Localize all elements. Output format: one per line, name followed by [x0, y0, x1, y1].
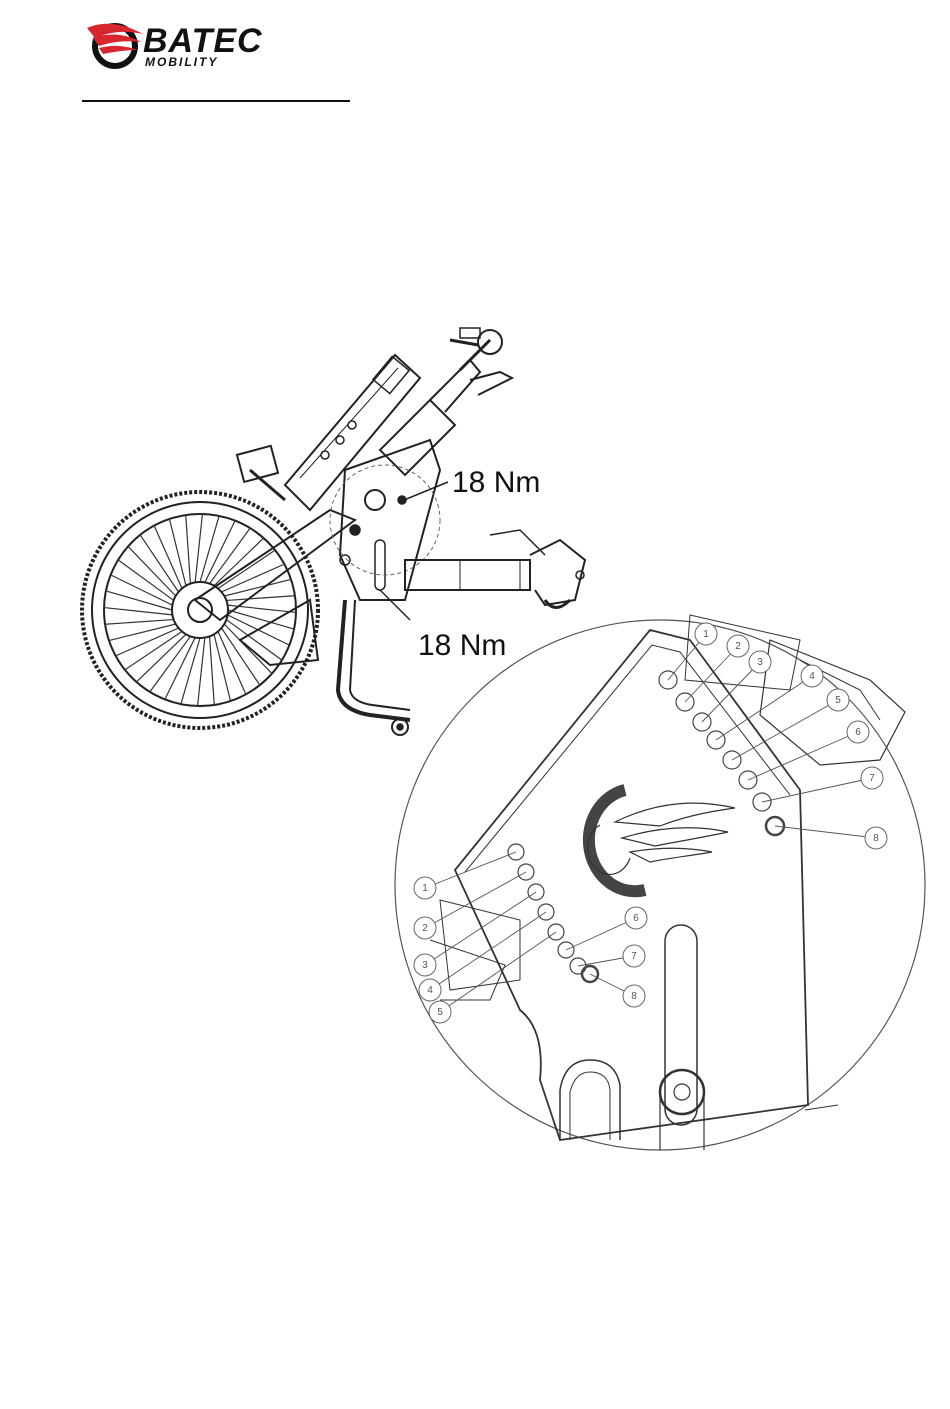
callout-number: 8	[873, 833, 879, 844]
callout-number: 7	[631, 951, 637, 962]
callout-number: 1	[703, 629, 709, 640]
callout-right-2: 2	[727, 635, 749, 657]
callout-number: 2	[422, 923, 428, 934]
callout-number: 3	[422, 960, 428, 971]
handbike-overview	[82, 328, 585, 735]
callout-number: 2	[735, 641, 741, 652]
callout-right-7: 7	[861, 767, 883, 789]
torque-label-upper: 18 Nm	[452, 466, 540, 499]
callout-left-3: 3	[414, 954, 436, 976]
callout-right-1: 1	[695, 623, 717, 645]
callout-right-8: 8	[865, 827, 887, 849]
callout-right-5: 5	[827, 689, 849, 711]
callout-right-4: 4	[801, 665, 823, 687]
callout-left-7: 7	[623, 945, 645, 967]
callout-number: 1	[422, 883, 428, 894]
callout-left-6: 6	[625, 907, 647, 929]
callout-number: 6	[855, 727, 861, 738]
callout-left-2: 2	[414, 917, 436, 939]
callout-right-6: 6	[847, 721, 869, 743]
callout-right-3: 3	[749, 651, 771, 673]
callout-left-1: 1	[414, 877, 436, 899]
callout-left-4: 4	[419, 979, 441, 1001]
callout-number: 4	[809, 671, 815, 682]
callout-left-8: 8	[623, 985, 645, 1007]
front-wheel	[82, 492, 318, 728]
callout-number: 8	[631, 991, 637, 1002]
callout-number: 5	[437, 1007, 443, 1018]
callout-left-5: 5	[429, 1001, 451, 1023]
callout-number: 6	[633, 913, 639, 924]
callout-number: 3	[757, 657, 763, 668]
torque-label-lower: 18 Nm	[418, 629, 506, 662]
callout-number: 5	[835, 695, 841, 706]
callout-number: 7	[869, 773, 875, 784]
callout-number: 4	[427, 985, 433, 996]
